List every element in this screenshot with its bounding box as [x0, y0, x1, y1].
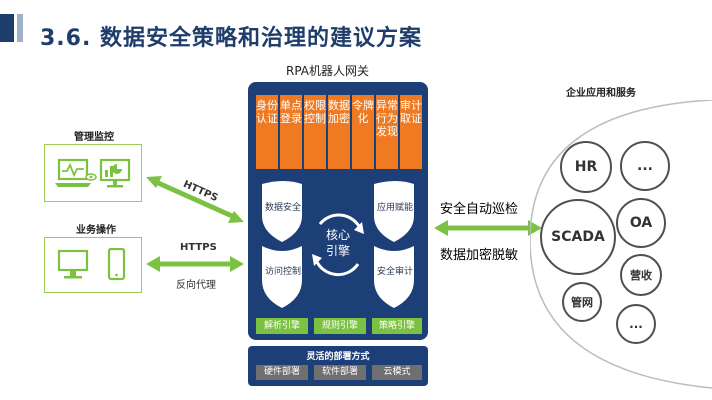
tag-access-control: 权限控制: [304, 95, 326, 169]
header-accent-bar-light: [17, 14, 23, 42]
tag-audit-forensics: 审计取证: [400, 95, 422, 169]
service-oa: OA: [616, 198, 666, 248]
shield-top-left: [262, 181, 302, 242]
service-pipe-network: 管网: [562, 282, 602, 322]
service-revenue: 营收: [620, 254, 662, 296]
reverse-proxy-label: 反向代理: [176, 280, 216, 291]
engine-policy: 策略引擎: [372, 318, 422, 334]
shield-label-app-enablement: 应用赋能: [377, 203, 414, 213]
shield-bottom-left: [262, 246, 302, 308]
service-hr: HR: [560, 141, 612, 193]
core-engine-graphic: [262, 181, 414, 308]
service-more-top: ...: [620, 141, 670, 191]
desktop-phone-icons: [57, 248, 126, 281]
ops-label: 业务操作: [76, 225, 116, 236]
engine-rules: 规则引擎: [314, 318, 366, 334]
auto-patrol-label: 安全自动巡检: [440, 202, 519, 217]
enterprise-services-title: 企业应用和服务: [566, 88, 636, 99]
rpa-gateway-title: RPA机器人网关: [286, 64, 370, 78]
tag-identity-auth: 身份认证: [256, 95, 278, 169]
service-scada: SCADA: [540, 199, 616, 275]
monitor-box: [44, 144, 142, 202]
core-line1: 核心: [325, 228, 350, 242]
ops-box: [44, 237, 142, 293]
shield-label-access-control: 访问控制: [265, 267, 302, 277]
shield-bottom-right: [374, 246, 414, 308]
service-more-bottom: ...: [616, 304, 656, 344]
page-title: 3.6. 数据安全策略和治理的建议方案: [40, 26, 422, 51]
monitor-icons: [55, 158, 131, 188]
shield-top-right: [374, 181, 414, 242]
deploy-hardware: 硬件部署: [256, 365, 308, 380]
tag-data-encryption: 数据加密: [328, 95, 350, 169]
encrypt-mask-label: 数据加密脱敏: [440, 248, 519, 263]
deploy-software: 软件部署: [314, 365, 366, 380]
tag-sso: 单点登录: [280, 95, 302, 169]
header-accent-bar: [0, 14, 14, 42]
shield-label-data-security: 数据安全: [265, 203, 302, 213]
services-arc: [530, 100, 712, 389]
core-line2: 引擎: [325, 244, 350, 258]
engine-parse: 解析引擎: [256, 318, 308, 334]
deploy-cloud: 云模式: [372, 365, 422, 380]
tag-tokenization: 令牌化: [352, 95, 374, 169]
tag-anomaly-detection: 异常行为发现: [376, 95, 398, 169]
monitor-label: 管理监控: [74, 132, 114, 143]
deploy-title: 灵活的部署方式: [306, 352, 370, 362]
https-label: HTTPS: [180, 242, 217, 253]
shield-label-security-audit: 安全审计: [377, 267, 414, 277]
core-engine-label: 核心 引擎: [320, 227, 356, 259]
